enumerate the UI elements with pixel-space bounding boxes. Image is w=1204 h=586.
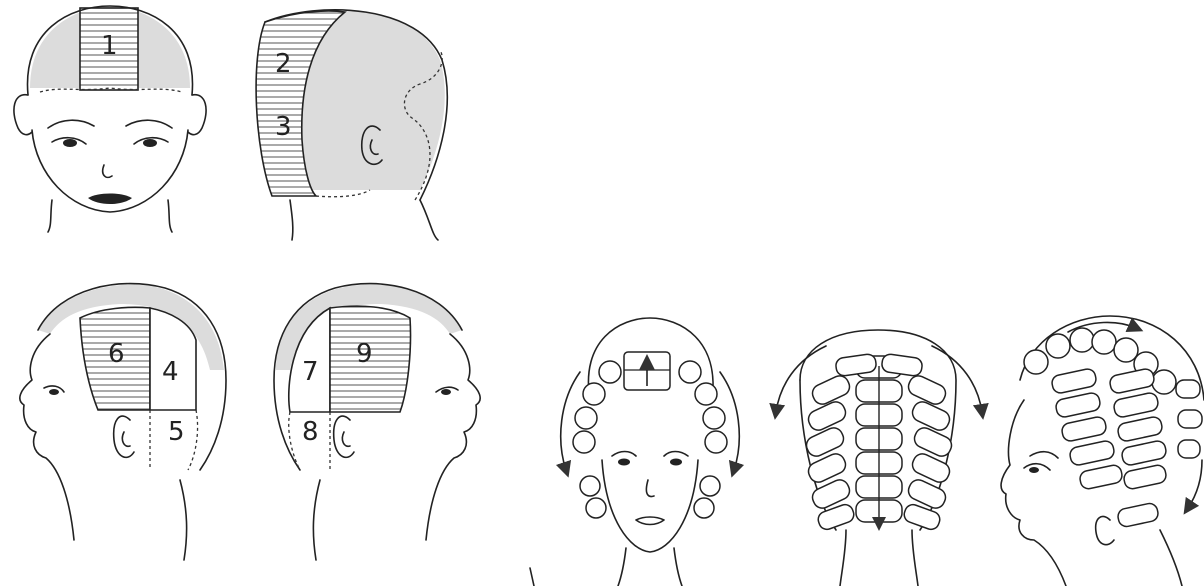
stray-line [530,568,534,586]
zone-label-9: 9 [356,339,373,369]
zone-label-1: 1 [101,31,118,61]
back-rollers-head [776,330,982,586]
zone-label-4: 4 [162,357,179,387]
zone-label-3: 3 [275,112,292,142]
side-head-zones-2-3: 2 3 [256,10,447,240]
zone-label-2: 2 [275,49,292,79]
left-profile-zones-4-5-6: 6 4 5 [20,284,226,560]
zone-label-6: 6 [108,339,125,369]
front-rollers-head [561,318,740,586]
right-profile-zones-7-8-9: 7 8 9 [274,284,480,560]
zone-label-5: 5 [168,417,185,447]
front-head-zone-1: 1 [14,6,206,232]
zone-label-7: 7 [302,357,319,387]
profile-rollers-head [1001,316,1204,586]
zone-label-8: 8 [302,417,319,447]
